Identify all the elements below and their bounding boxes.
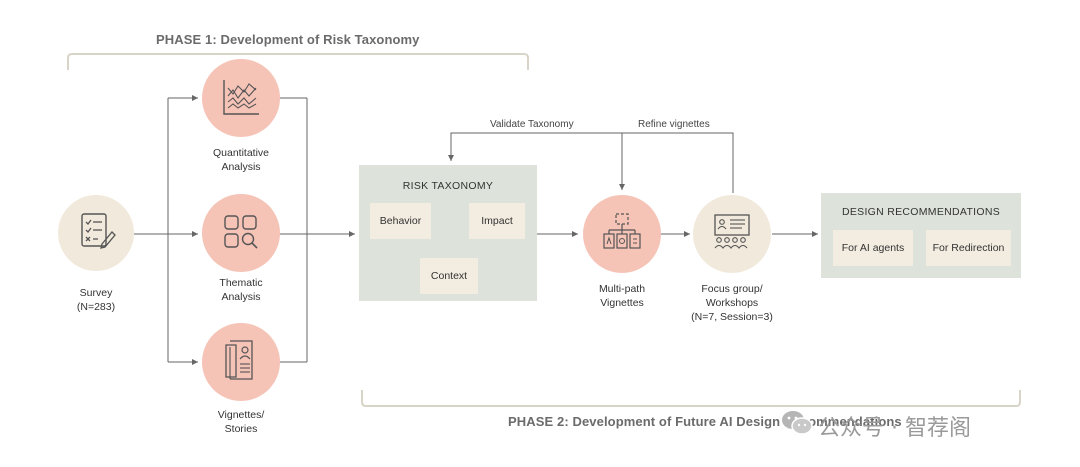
vignettes-stories-node bbox=[202, 323, 280, 401]
refine-vignettes-label: Refine vignettes bbox=[638, 119, 710, 130]
survey-label-line1: Survey bbox=[79, 287, 113, 299]
multipath-label-line1: Multi-path bbox=[598, 283, 646, 295]
validate-taxonomy-label: Validate Taxonomy bbox=[490, 119, 574, 130]
grid-search-icon bbox=[224, 215, 258, 249]
wechat-logo-icon bbox=[782, 411, 813, 435]
thematic-analysis-label: Thematic Analysis bbox=[201, 276, 281, 304]
focus-label-line3: (N=7, Session=3) bbox=[691, 311, 773, 323]
survey-checklist-icon bbox=[81, 213, 116, 249]
vignettes-label-line2: Stories bbox=[224, 423, 258, 435]
quantitative-analysis-node bbox=[202, 59, 280, 137]
behavior-box: Behavior bbox=[370, 203, 431, 239]
focus-label-line1: Focus group/ bbox=[701, 283, 763, 295]
thematic-analysis-node bbox=[202, 194, 280, 272]
survey-label: Survey (N=283) bbox=[66, 286, 126, 314]
risk-taxonomy-title: RISK TAXONOMY bbox=[402, 180, 494, 192]
multipath-vignettes-label: Multi-path Vignettes bbox=[582, 282, 662, 310]
line-chart-icon bbox=[223, 80, 259, 115]
workshop-presentation-icon bbox=[714, 214, 750, 249]
design-recommendations-title: DESIGN RECOMMENDATIONS bbox=[841, 206, 1001, 218]
quantitative-label-line1: Quantitative bbox=[212, 147, 270, 159]
vignettes-stories-label: Vignettes/ Stories bbox=[201, 408, 281, 436]
focus-group-label: Focus group/ Workshops (N=7, Session=3) bbox=[682, 282, 782, 324]
vignettes-label-line1: Vignettes/ bbox=[217, 409, 265, 421]
survey-label-line2: (N=283) bbox=[76, 301, 116, 313]
for-ai-agents-box: For AI agents bbox=[833, 230, 913, 266]
phase1-title: PHASE 1: Development of Risk Taxonomy bbox=[156, 32, 420, 47]
for-redirection-box: For Redirection bbox=[926, 230, 1011, 266]
context-box: Context bbox=[420, 258, 478, 294]
quantitative-label-line2: Analysis bbox=[221, 161, 261, 173]
thematic-label-line1: Thematic bbox=[219, 277, 263, 289]
focus-label-line2: Workshops bbox=[705, 297, 759, 309]
branching-paths-icon bbox=[603, 213, 641, 249]
quantitative-analysis-label: Quantitative Analysis bbox=[201, 146, 281, 174]
survey-node bbox=[58, 195, 134, 271]
phase2-bracket bbox=[361, 390, 1021, 407]
story-document-icon bbox=[225, 340, 253, 380]
impact-box: Impact bbox=[469, 203, 525, 239]
focus-group-node bbox=[693, 195, 771, 273]
multipath-label-line2: Vignettes bbox=[600, 297, 644, 309]
watermark-text: 公众号 · 智荐阁 bbox=[818, 416, 971, 441]
thematic-label-line2: Analysis bbox=[221, 291, 261, 303]
phase1-bracket bbox=[67, 53, 529, 70]
